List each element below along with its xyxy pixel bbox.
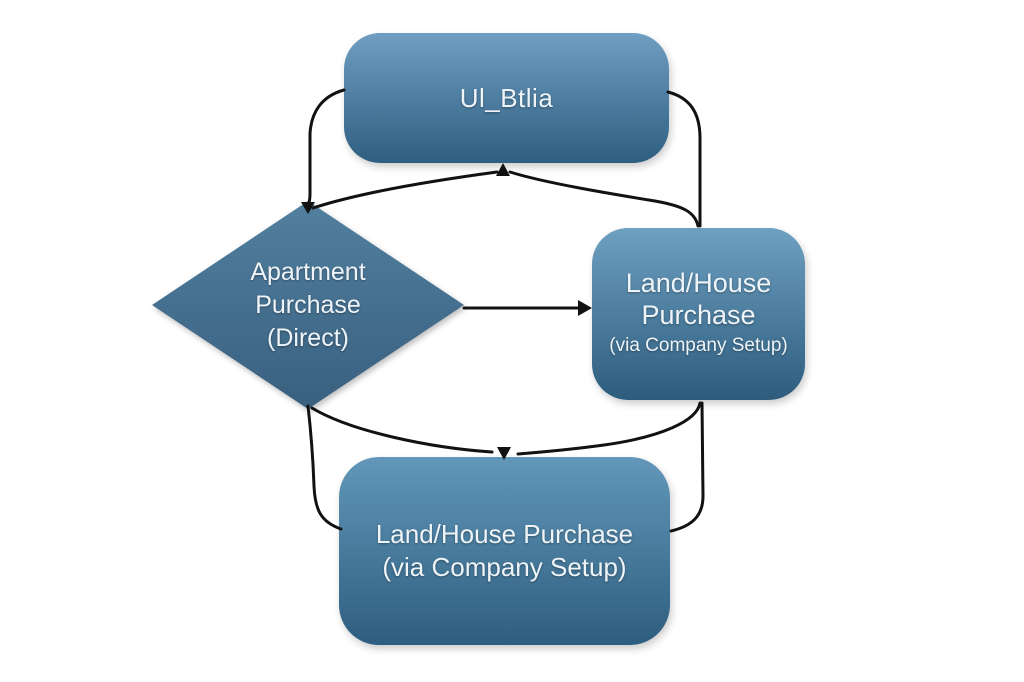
connector-rightbox-to-bottombox-right: [669, 401, 705, 533]
arrowhead-into-topbox-bottom: [496, 163, 510, 176]
node-decision-diamond: Apartment Purchase (Direct): [152, 201, 464, 409]
bottom-box-label-line2: (via Company Setup): [382, 552, 627, 582]
bottom-box-label-line1: Land/House Purchase: [375, 519, 634, 549]
diamond-label-line1: Apartment: [250, 257, 366, 286]
diamond-label-line3: (Direct): [267, 323, 349, 352]
node-bottom-box: Land/House Purchase (via Company Setup): [339, 457, 670, 645]
connector-topbox-to-diamond: [306, 88, 346, 207]
top-box-label: Ul_Btlia: [459, 82, 554, 113]
arrowhead-into-rightbox-left: [578, 300, 592, 316]
right-box-label-line1: Land/House: [625, 268, 772, 298]
connector-rightbox-to-topbox: [508, 170, 700, 228]
connector-rightbox-to-bottombox-top: [516, 401, 702, 456]
connector-diamond-to-bottombox-left: [306, 404, 343, 531]
decision-diamond-shape: Apartment Purchase (Direct): [152, 201, 464, 409]
connector-diamond-to-bottombox-top: [310, 406, 494, 454]
right-box-label-line3: (via Company Setup): [609, 335, 788, 356]
node-right-box: Land/House Purchase (via Company Setup): [592, 228, 805, 400]
node-top-box: Ul_Btlia: [344, 33, 669, 163]
connector-topbox-to-rightbox: [666, 90, 702, 228]
right-box-label-line2: Purchase: [641, 300, 756, 330]
diamond-label-line2: Purchase: [255, 290, 361, 319]
